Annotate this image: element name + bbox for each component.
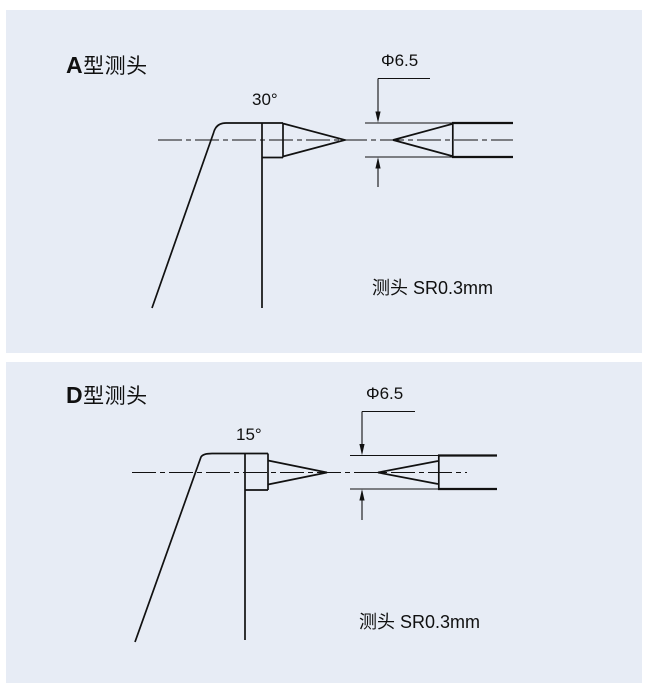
panel-d-title-text: 型测头 [83, 385, 148, 408]
panel-a-anvil-outline [365, 121, 513, 159]
panel-d-cone-15deg [267, 459, 328, 486]
arrow-down-icon [359, 444, 365, 456]
panel-a-dimension [375, 77, 430, 187]
panel-a-cone-30deg [282, 122, 349, 158]
panel-a-probe-outline [151, 122, 349, 309]
panel-d-title: D型测头 [66, 380, 148, 410]
arrow-down-icon [375, 111, 381, 123]
panel-a-title-letter: A [66, 52, 84, 78]
panel-d-diameter-label: Φ6.5 [366, 384, 404, 403]
panel-a-anvil-cone [392, 123, 453, 157]
arrow-up-icon [359, 489, 365, 501]
panel-d-anvil-cone [377, 460, 439, 485]
panel-a-diameter-label: Φ6.5 [381, 51, 419, 70]
panel-d-background [6, 362, 642, 683]
panel-a-background [6, 10, 642, 353]
panel-a-title-text: 型测头 [83, 55, 148, 78]
panel-d-angle-label: 15° [236, 425, 262, 444]
panel-d-anvil-outline [350, 454, 497, 491]
panel-d-tip-note: 测头 SR0.3mm [359, 612, 481, 632]
panel-d-probe-outline [134, 452, 328, 643]
panel-a-tip-note: 测头 SR0.3mm [372, 278, 494, 298]
arrow-up-icon [375, 157, 381, 169]
panel-a-angle-label: 30° [252, 90, 278, 109]
panel-a-title: A型测头 [66, 50, 148, 80]
panel-d-title-letter: D [66, 382, 84, 408]
panel-d-dimension [359, 410, 415, 520]
